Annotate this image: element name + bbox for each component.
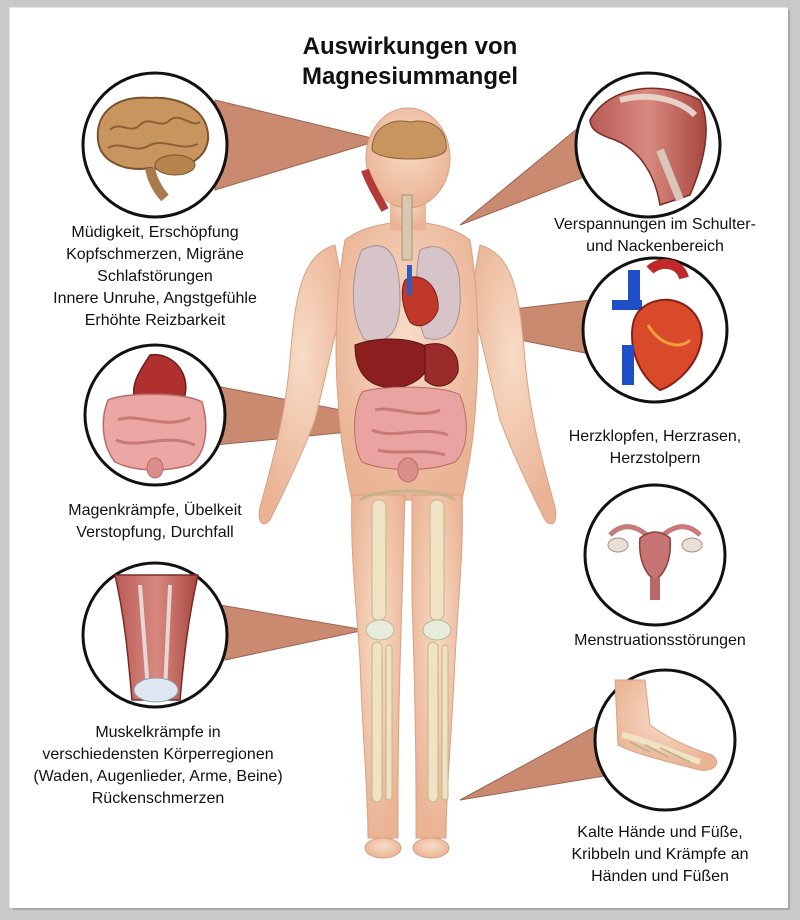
- caption-digestion: Magenkrämpfe, Übelkeit Verstopfung, Durc…: [30, 500, 280, 544]
- caption-shoulder-line: und Nackenbereich: [586, 238, 724, 255]
- shoulder-muscle-icon: [574, 71, 722, 219]
- caption-foot-line: Händen und Füßen: [591, 868, 729, 885]
- caption-digestion-line: Magenkrämpfe, Übelkeit: [68, 502, 242, 519]
- caption-muscles-line: verschiedensten Körperregionen: [42, 746, 274, 763]
- leg-muscle-icon: [81, 561, 229, 709]
- caption-brain-line: Müdigkeit, Erschöpfung: [71, 224, 239, 241]
- caption-uterus-line: Menstruationsstörungen: [574, 632, 746, 649]
- caption-brain-line: Schlafstörungen: [97, 268, 213, 285]
- caption-uterus: Menstruationsstörungen: [540, 630, 780, 652]
- caption-heart-line: Herzstolpern: [609, 450, 701, 467]
- uterus-icon: [583, 483, 727, 627]
- caption-shoulder: Verspannungen im Schulter- und Nackenber…: [525, 214, 785, 258]
- caption-brain: Müdigkeit, Erschöpfung Kopfschmerzen, Mi…: [20, 222, 290, 332]
- pointer-muscles: [219, 604, 366, 661]
- stomach-intestine-icon: [83, 343, 227, 487]
- heart-icon: [581, 256, 729, 404]
- caption-heart-line: Herzklopfen, Herzrasen,: [568, 428, 742, 445]
- pointer-foot: [459, 724, 611, 801]
- caption-foot-line: Kalte Hände und Füße,: [577, 824, 743, 841]
- caption-foot-line: Kribbeln und Krämpfe an: [571, 846, 749, 863]
- caption-brain-line: Kopfschmerzen, Migräne: [66, 246, 244, 263]
- pointer-brain: [214, 99, 382, 191]
- title-line-2: Magnesiummangel: [301, 63, 519, 90]
- brain-icon: [81, 71, 229, 219]
- caption-muscles-line: Muskelkrämpfe in: [95, 724, 221, 741]
- caption-muscles: Muskelkrämpfe in verschiedensten Körperr…: [8, 722, 308, 810]
- caption-brain-line: Innere Unruhe, Angstgefühle: [53, 290, 257, 307]
- caption-foot: Kalte Hände und Füße, Kribbeln und Krämp…: [545, 822, 775, 888]
- caption-muscles-line: Rückenschmerzen: [91, 790, 225, 807]
- human-body: [258, 107, 557, 859]
- caption-brain-line: Erhöhte Reizbarkeit: [84, 312, 226, 329]
- title-line-1: Auswirkungen von: [302, 33, 518, 60]
- page-title: Auswirkungen von Magnesiummangel: [260, 32, 560, 92]
- caption-digestion-line: Verstopfung, Durchfall: [76, 524, 234, 541]
- foot-skeleton-icon: [593, 668, 737, 812]
- caption-muscles-line: (Waden, Augenlieder, Arme, Beine): [33, 768, 283, 785]
- caption-heart: Herzklopfen, Herzrasen, Herzstolpern: [540, 426, 770, 470]
- caption-shoulder-line: Verspannungen im Schulter-: [554, 216, 756, 233]
